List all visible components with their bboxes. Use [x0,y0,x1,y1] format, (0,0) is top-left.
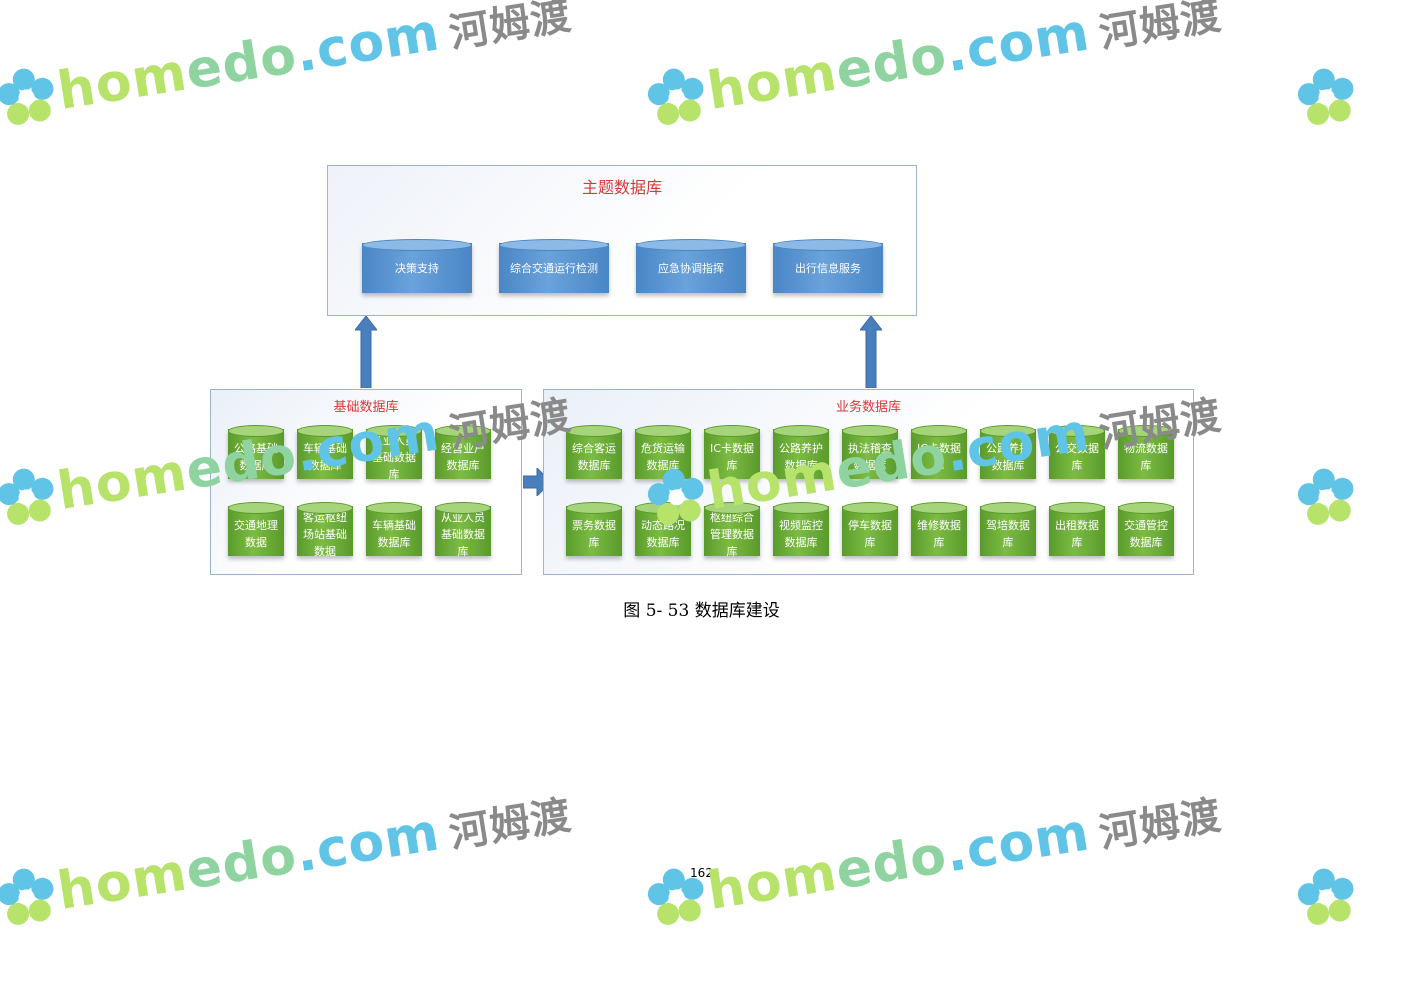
watermark-text: hom [53,442,192,523]
base-db-item: 经营业户 数据库 [435,425,491,479]
business-db-item: 停车数据 库 [842,502,898,556]
watermark-text: hom [703,842,842,923]
watermark: homedo.com 河姆渡 [0,0,575,134]
flower-logo-icon [1297,468,1354,525]
watermark-text: edo [181,25,302,102]
watermark-text: edo [181,825,302,902]
watermark-text: hom [53,842,192,923]
watermark-cn: 河姆渡 [1096,792,1225,858]
figure-caption: 图 5- 53 数据库建设 [623,601,780,621]
watermark-text: edo [831,25,952,102]
theme-database-panel: 主题数据库 决策支持 综合交通运行检测 应急协调指挥 出行信息服务 [327,165,917,316]
watermark-cn: 河姆渡 [446,0,575,58]
base-db-item: 客运枢纽 场站基础 数据 [297,502,353,558]
business-db-item: 执法稽查 数据库 [842,425,898,479]
watermark [1290,61,1363,134]
business-db-item: 维修数据 库 [911,502,967,556]
business-db-item: 物流数据 库 [1118,425,1174,479]
business-db-item: 危货运输 数据库 [635,425,691,479]
base-db-item: 交通地理 数据 [228,502,284,556]
flower-logo-icon [647,68,704,125]
base-db-item: 从业人员 基础数据 库 [435,502,491,558]
business-database-panel: 业务数据库 综合客运 数据库 危货运输 数据库 IC卡数据 库 公路养护 数据库… [543,389,1194,575]
business-db-item: 视频监控 数据库 [773,502,829,556]
page-number: 162 [690,866,713,880]
business-db-item: 公路养护 数据库 [980,425,1036,479]
base-db-item: 公路基础 数据库 [228,425,284,479]
business-db-item: IC卡数据 库 [704,425,760,479]
business-db-item: 综合客运 数据库 [566,425,622,479]
watermark [1290,461,1363,534]
business-db-item: 交通管控 数据库 [1118,502,1174,556]
up-arrow-left-icon [355,316,377,388]
business-db-item: 公路养护 数据库 [773,425,829,479]
flower-logo-icon [1297,68,1354,125]
watermark: homedo.com 河姆渡 [0,780,575,934]
base-db-item: 车辆基础 数据库 [366,502,422,556]
watermark-cn: 河姆渡 [1096,0,1225,58]
watermark-text: .com [291,2,444,85]
flower-logo-icon [0,468,54,525]
theme-db-item: 决策支持 [362,239,472,293]
business-db-item: 公交数据 库 [1049,425,1105,479]
theme-database-title: 主题数据库 [581,178,662,197]
watermark: homedo.com 河姆渡 [640,0,1225,134]
business-database-title: 业务数据库 [835,400,901,415]
watermark-cn: 河姆渡 [446,792,575,858]
watermark: homedo.com 河姆渡 [640,780,1225,934]
base-database-panel: 基础数据库 公路基础 数据库 车辆基础 数据库 从业人员 基础数据 库 经营业户… [210,389,522,575]
base-db-item: 从业人员 基础数据 库 [366,425,422,481]
business-db-item: 票务数据 库 [566,502,622,556]
theme-db-item: 应急协调指挥 [636,239,746,293]
business-db-item: 驾培数据 库 [980,502,1036,556]
watermark-text: edo [831,825,952,902]
theme-db-item: 出行信息服务 [773,239,883,293]
watermark-text: hom [703,42,842,123]
business-db-item: 枢纽综合 管理数据 库 [704,502,760,558]
base-database-title: 基础数据库 [333,400,399,415]
business-db-item: IC卡数据 库 [911,425,967,479]
up-arrow-right-icon [860,316,882,388]
business-db-item: 出租数据 库 [1049,502,1105,556]
watermark-text: .com [941,2,1094,85]
theme-db-item: 综合交通运行检测 [499,239,609,293]
base-db-item: 车辆基础 数据库 [297,425,353,479]
business-db-item: 动态路况 数据库 [635,502,691,556]
flower-logo-icon [0,68,54,125]
watermark-text: hom [53,42,192,123]
